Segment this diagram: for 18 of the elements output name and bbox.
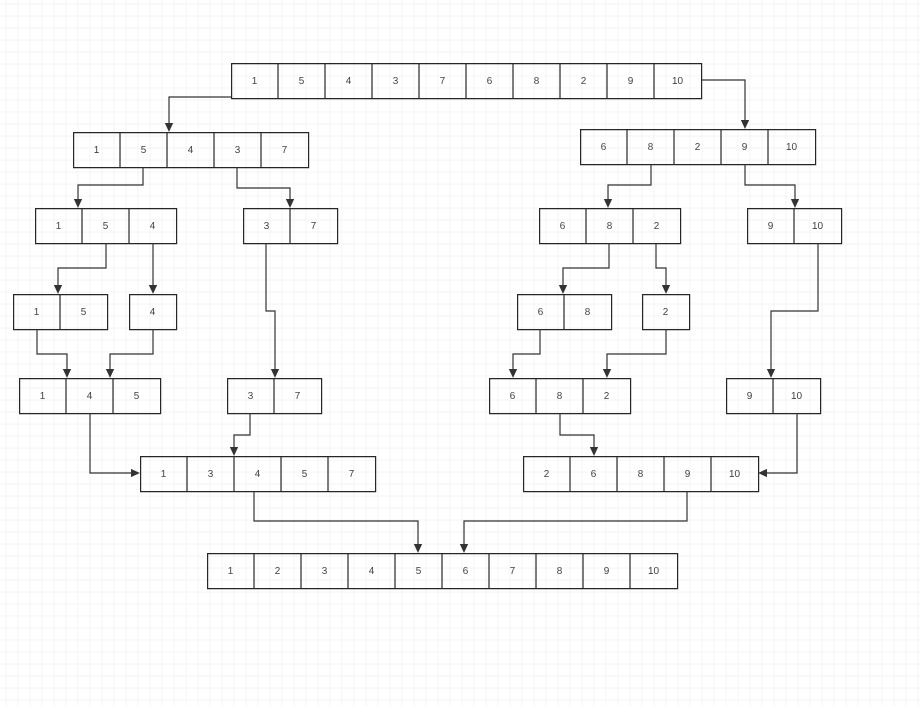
array-box: 2 [642,294,690,330]
array-box: 1 5 4 [35,208,178,244]
array-box: 3 7 [227,378,322,414]
array-box: 9 10 [747,208,842,244]
array-box: 1 4 5 [19,378,162,414]
array-box: 1 2 3 4 5 6 7 8 9 10 [207,553,678,590]
array-box: 6 8 [517,294,612,330]
array-box: 1 5 4 3 7 6 8 2 9 10 [231,63,702,100]
array-box: 1 5 [13,294,108,330]
array-box: 2 6 8 9 10 [523,456,760,492]
array-box: 3 7 [243,208,338,244]
array-box: 4 [129,294,178,330]
array-box: 6 8 2 9 10 [580,129,816,166]
array-box: 1 3 4 5 7 [140,456,376,492]
array-box: 9 10 [726,378,822,414]
array-box: 1 5 4 3 7 [73,132,310,168]
array-box: 6 8 2 [489,378,632,414]
array-box: 6 8 2 [539,208,682,244]
